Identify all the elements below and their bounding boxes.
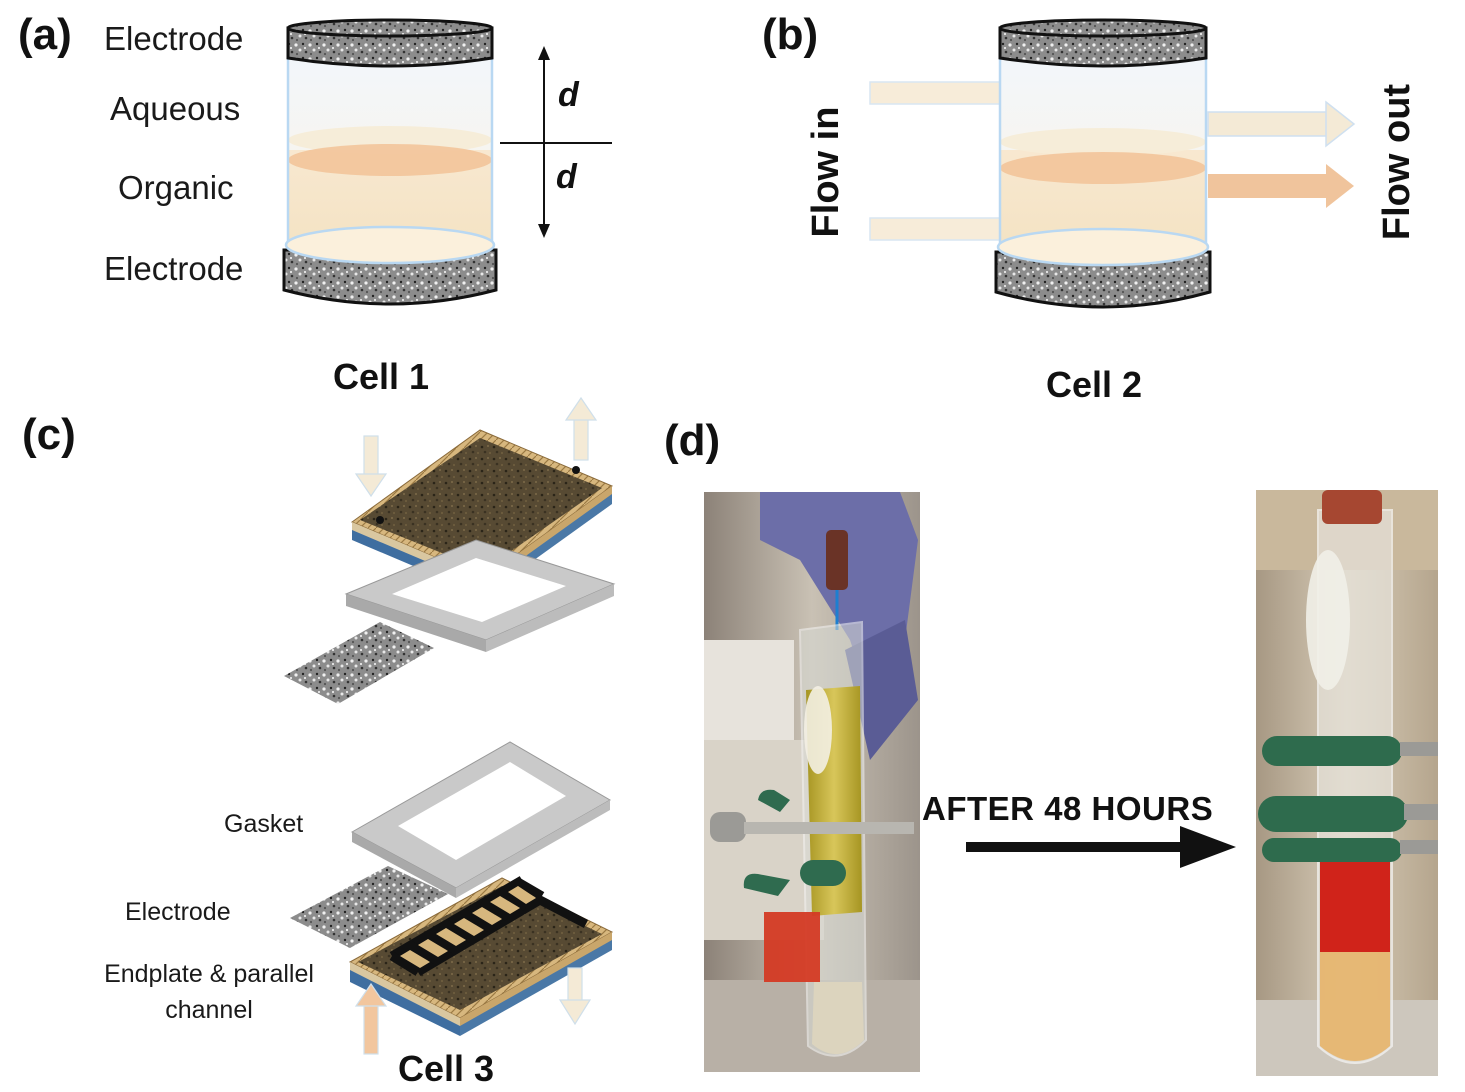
cell-1-top-electrode	[286, 26, 494, 68]
label-organic: Organic	[118, 169, 234, 206]
cell-2-title: Cell 2	[1046, 364, 1143, 405]
label-d-top: d	[558, 76, 579, 114]
top-electrode-sheet	[284, 622, 434, 704]
cell-1-diagram	[282, 18, 612, 306]
cell-2-interface	[1000, 152, 1206, 184]
red-layer-before	[764, 912, 820, 982]
right-arrow-icon-aqueous-out	[1207, 100, 1356, 148]
inlet-pipe-bottom	[869, 217, 1001, 241]
panel-label-c: (c)	[22, 410, 76, 459]
label-aqueous: Aqueous	[110, 90, 241, 127]
yellow-layer-after	[1320, 952, 1390, 1061]
cell-3-diagram	[284, 396, 616, 1055]
down-arrow-icon-inlet-top	[354, 435, 388, 498]
cell-2-top-electrode	[998, 26, 1208, 68]
inlet-pipe-top	[869, 81, 1001, 105]
label-endplate-line1: Endplate & parallel	[104, 960, 314, 988]
cell-2-diagram	[869, 18, 1356, 309]
cell-3-title: Cell 3	[398, 1048, 495, 1089]
after-48-hours-label: AFTER 48 HOURS	[922, 790, 1214, 827]
right-arrow-icon-organic-out	[1208, 164, 1354, 208]
label-electrode-c: Electrode	[125, 898, 231, 926]
label-d-bottom: d	[556, 158, 577, 196]
panel-label-b: (b)	[762, 10, 819, 59]
cell-1-title: Cell 1	[333, 356, 430, 397]
bottom-gasket	[350, 741, 612, 898]
red-layer-after	[1320, 858, 1390, 952]
after-arrow	[966, 826, 1236, 868]
label-flow-in: Flow in	[805, 106, 847, 238]
bottom-endplate	[348, 876, 614, 1036]
photo-before	[704, 492, 920, 1072]
top-gasket	[344, 539, 616, 652]
channel-ribs	[400, 886, 536, 968]
label-gasket: Gasket	[224, 810, 304, 838]
cell-2-bottom-electrode	[994, 250, 1212, 309]
label-flow-out: Flow out	[1376, 83, 1418, 241]
bottom-electrode-sheet	[290, 866, 448, 948]
label-endplate-line2: channel	[165, 996, 253, 1024]
label-top-electrode: Electrode	[104, 20, 244, 57]
panel-label-d: (d)	[664, 416, 721, 465]
label-bottom-electrode: Electrode	[104, 250, 244, 287]
panel-label-a: (a)	[18, 10, 72, 59]
down-arrow-icon-outlet-bottom	[558, 967, 592, 1026]
cell-1-bottom-electrode	[282, 248, 498, 306]
up-arrow-icon-outlet-top	[564, 396, 598, 461]
parallel-channel	[389, 876, 589, 976]
up-arrow-icon-inlet-bottom	[354, 982, 388, 1055]
cell-1-interface	[288, 144, 492, 176]
photo-after	[1256, 490, 1438, 1076]
